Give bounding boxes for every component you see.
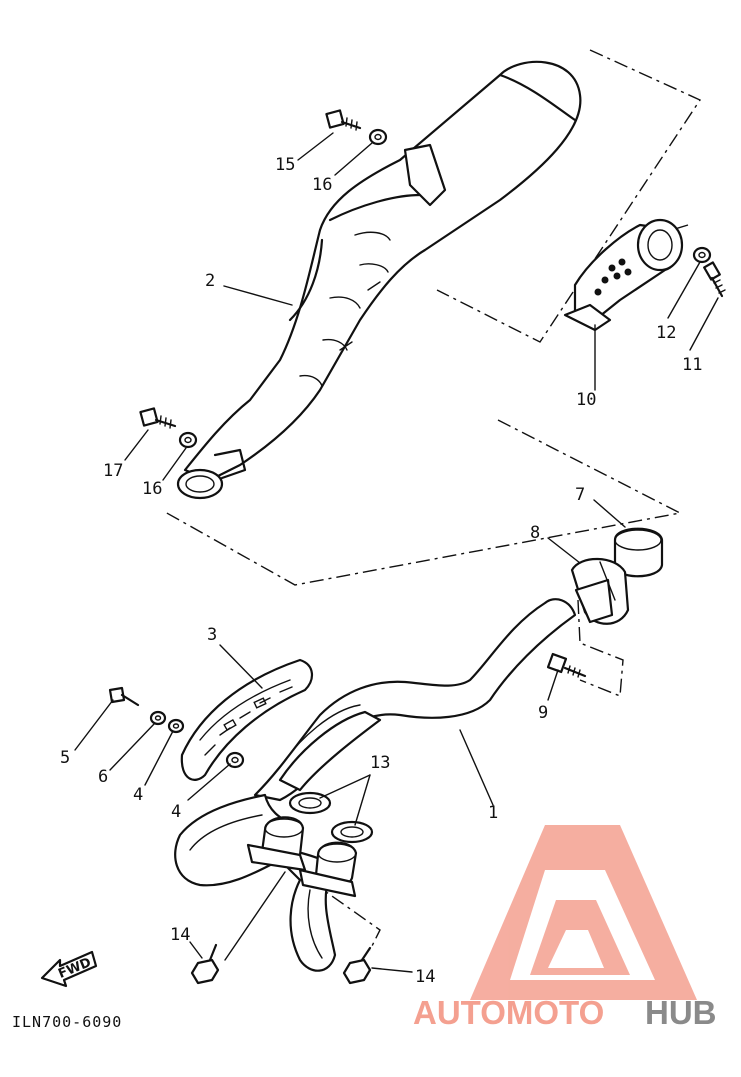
callout-4-a: 4	[133, 785, 143, 805]
callout-16-a: 16	[312, 175, 332, 195]
gasket-13-lower	[330, 820, 374, 844]
callout-5: 5	[60, 748, 70, 768]
callout-11: 11	[682, 355, 702, 375]
fwd-arrow-icon	[40, 950, 98, 988]
bolt-17	[139, 407, 177, 429]
bolt-11	[703, 261, 726, 298]
spark-arrester-insert	[563, 218, 684, 332]
nut-14-right	[342, 946, 372, 985]
heat-protector	[180, 658, 313, 781]
joint-8	[570, 557, 630, 625]
washer-16-lower	[178, 431, 198, 449]
callout-14-b: 14	[415, 967, 435, 987]
callout-numbers: 1 2 3 4 4 5 6 7 8 9 10 11 12 13 14 14 15…	[60, 155, 702, 987]
callout-8: 8	[530, 523, 540, 543]
bolt-9	[546, 652, 587, 678]
washer-16-top	[368, 128, 388, 146]
washer-6	[149, 710, 167, 726]
washer-12	[692, 246, 712, 264]
screw-5	[108, 686, 140, 707]
diagram-code: ILN700-6090	[12, 1013, 122, 1031]
callout-12: 12	[656, 323, 676, 343]
washer-4-left	[167, 718, 185, 734]
callout-3: 3	[207, 625, 217, 645]
callout-17: 17	[103, 461, 123, 481]
callout-9: 9	[538, 703, 548, 723]
watermark-logo	[470, 825, 697, 1000]
leader-lines	[74, 132, 719, 973]
callout-1: 1	[488, 803, 498, 823]
callout-2: 2	[205, 271, 215, 291]
callout-7: 7	[575, 485, 585, 505]
watermark-text-automoto: AUTOMOTO	[413, 994, 604, 1031]
callout-14-a: 14	[170, 925, 190, 945]
callout-13: 13	[370, 753, 390, 773]
exhaust-pipe	[174, 598, 577, 972]
callout-10: 10	[576, 390, 596, 410]
nut-14-left	[190, 943, 220, 985]
watermark-text-hub: HUB	[645, 994, 717, 1031]
callout-15: 15	[275, 155, 295, 175]
washer-4-right	[225, 751, 245, 769]
callout-6: 6	[98, 767, 108, 787]
bolt-15	[325, 109, 362, 131]
callout-4-b: 4	[171, 802, 181, 822]
callout-16-b: 16	[142, 479, 162, 499]
muffler-silencer	[176, 60, 582, 500]
